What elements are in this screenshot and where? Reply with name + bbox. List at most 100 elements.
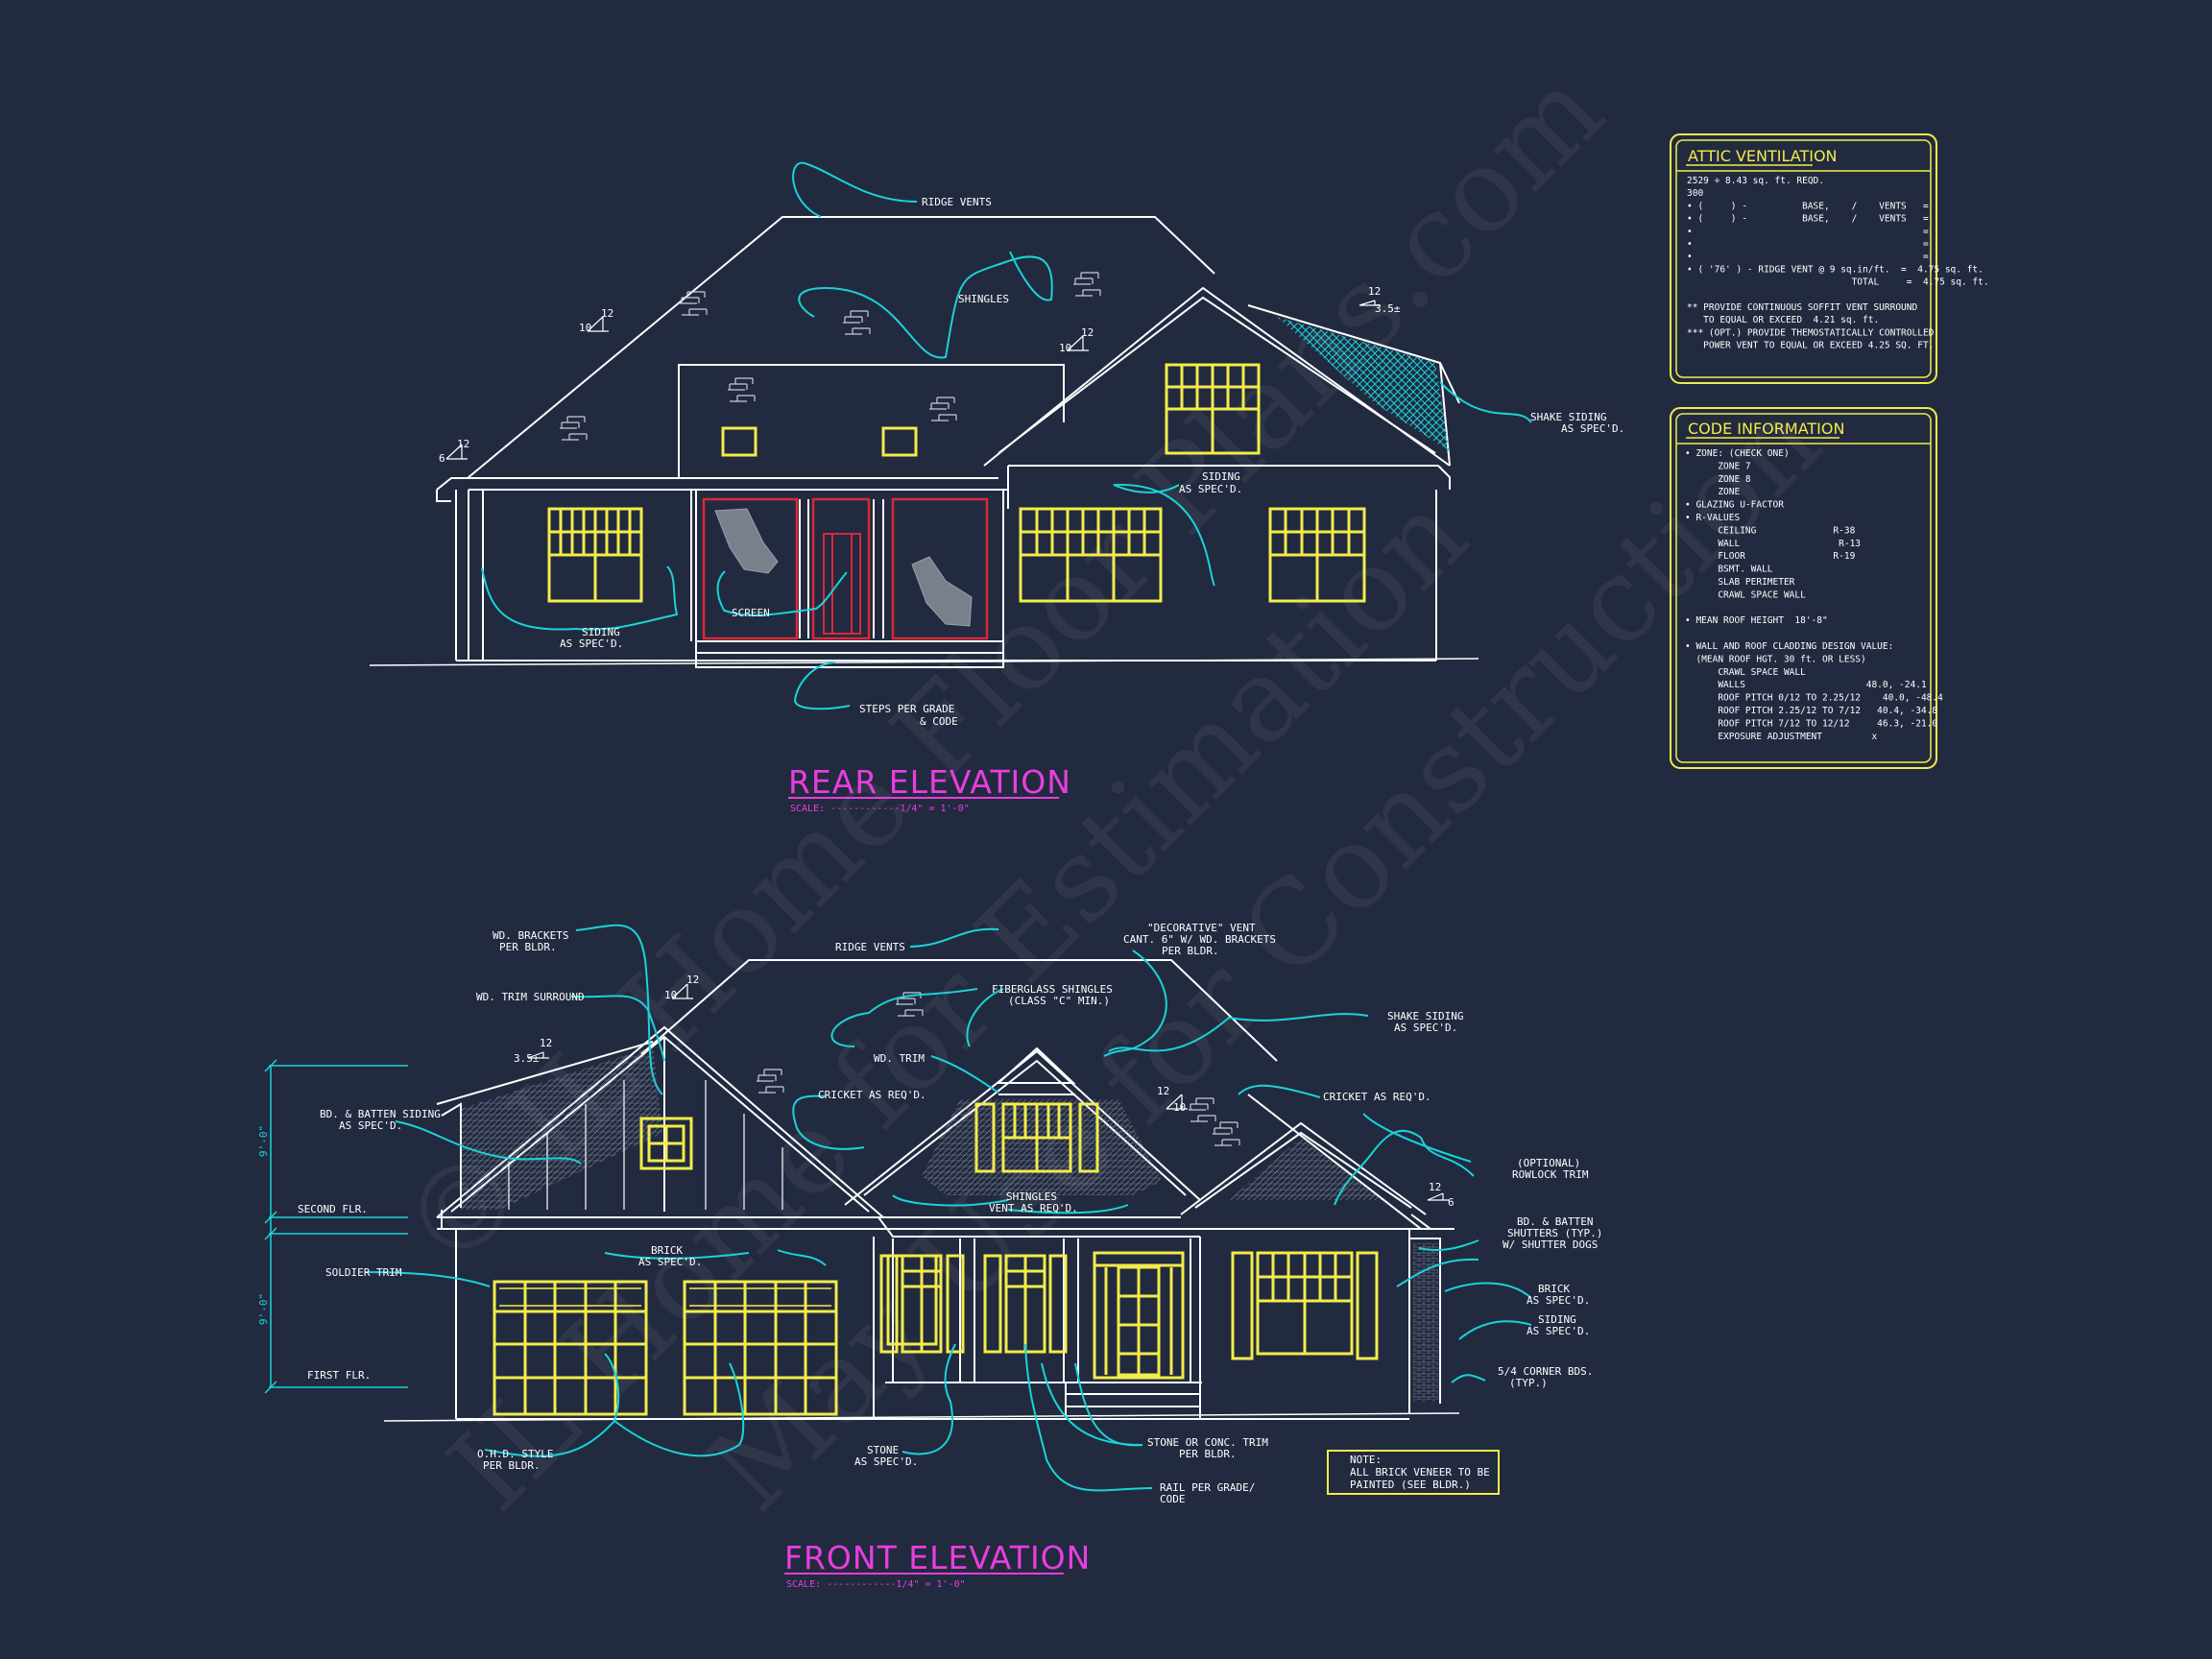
- rear-label-steps-1: STEPS PER GRADE: [859, 703, 954, 715]
- front-title-block: FRONT ELEVATION SCALE: ------------1/4" …: [784, 1539, 1090, 1590]
- front-elevation-scale: SCALE: ------------1/4" = 1'-0": [786, 1579, 966, 1590]
- code-information-line: WALLS 48.0, -24.1: [1685, 680, 1927, 690]
- rear-pitch-2-rise: 6: [439, 452, 445, 465]
- front-labels: WD. BRACKETS PER BLDR. WD. TRIM SURROUND…: [298, 922, 1602, 1505]
- attic-ventilation-line: *** (OPT.) PROVIDE THEMOSTATICALLY CONTR…: [1687, 327, 1935, 338]
- front-label-decorative-2: CANT. 6" W/ WD. BRACKETS: [1123, 933, 1276, 946]
- rear-label-siding-right-1: SIDING: [1202, 470, 1240, 483]
- front-note-box: NOTE: ALL BRICK VENEER TO BE PAINTED (SE…: [1327, 1450, 1500, 1495]
- front-shake-siding-right: [1229, 1138, 1382, 1200]
- front-label-wd-trim: WD. TRIM: [874, 1052, 925, 1065]
- rear-shake-siding-hatch: [1277, 317, 1450, 451]
- front-label-stone-trim-1: STONE OR CONC. TRIM: [1147, 1436, 1268, 1449]
- front-label-bd-batten-1: BD. & BATTEN SIDING: [320, 1108, 441, 1120]
- note-line-1: NOTE:: [1350, 1454, 1382, 1466]
- front-pitch-3-run: 12: [1157, 1085, 1169, 1097]
- code-information-line: CEILING R-38: [1685, 525, 1856, 536]
- code-information-line: • R-VALUES: [1685, 513, 1740, 523]
- front-label-siding-right-1: SIDING: [1538, 1313, 1576, 1326]
- rear-pitch-3-run: 12: [1081, 326, 1094, 339]
- front-label-first-flr: FIRST FLR.: [307, 1369, 371, 1382]
- rear-pitch-4-rise: 3.5±: [1375, 302, 1401, 315]
- attic-ventilation-line: POWER VENT TO EQUAL OR EXCEED 4.25 SQ. F…: [1687, 341, 1934, 351]
- attic-ventilation-line: TOTAL = 4.75 sq. ft.: [1687, 277, 1989, 288]
- front-pitch-1-run: 12: [686, 974, 699, 986]
- attic-ventilation-line: • =: [1687, 252, 1929, 262]
- rear-attic-vent-right: [881, 426, 918, 457]
- front-entry-door: [1093, 1251, 1185, 1380]
- front-label-shutters-3: W/ SHUTTER DOGS: [1503, 1238, 1598, 1251]
- front-label-siding-right-2: AS SPEC'D.: [1527, 1325, 1590, 1337]
- code-information-line: SLAB PERIMETER: [1685, 577, 1795, 588]
- rear-pitch-2-run: 12: [457, 438, 469, 450]
- code-information-line: CRAWL SPACE WALL: [1685, 667, 1806, 678]
- front-label-decorative-1: "DECORATIVE" VENT: [1147, 922, 1256, 934]
- front-board-batten: [508, 1080, 783, 1210]
- rear-labels: RIDGE VENTS SHINGLES SHAKE SIDING AS SPE…: [560, 196, 1624, 728]
- code-information-line: • WALL AND ROOF CLADDING DESIGN VALUE:: [1685, 641, 1893, 652]
- code-information-line: • ZONE: (CHECK ONE): [1685, 448, 1790, 459]
- attic-ventilation-line: • =: [1687, 227, 1929, 237]
- attic-ventilation-line: ** PROVIDE CONTINUOUS SOFFIT VENT SURROU…: [1687, 302, 1917, 313]
- front-windows: [493, 1102, 1379, 1416]
- front-leader-lines: [364, 924, 1532, 1492]
- front-label-shake-1: SHAKE SIDING: [1387, 1010, 1463, 1022]
- rear-label-screen: SCREEN: [732, 607, 770, 619]
- attic-ventilation-line: TO EQUAL OR EXCEED 4.21 sq. ft.: [1687, 315, 1879, 325]
- rear-label-shake-2: AS SPEC'D.: [1561, 422, 1624, 435]
- rear-elevation-drawing: [369, 216, 1479, 668]
- attic-ventilation-lines: 2529 ÷ 8.43 sq. ft. REQD.300• ( ) - BASE…: [1687, 176, 1989, 351]
- code-information-line: ZONE 8: [1685, 474, 1751, 485]
- dimension-upper: 9'-0": [257, 1125, 270, 1157]
- front-label-shingles-1: SHINGLES: [1006, 1190, 1057, 1203]
- front-label-decorative-3: PER BLDR.: [1162, 945, 1219, 957]
- code-information-line: ROOF PITCH 0/12 TO 2.25/12 40.0, -48.4: [1685, 693, 1943, 704]
- front-shake-siding-left: [461, 1046, 662, 1210]
- front-label-rail-1: RAIL PER GRADE/: [1160, 1481, 1255, 1494]
- front-gable-window: [639, 1117, 693, 1170]
- front-label-brick-right-2: AS SPEC'D.: [1527, 1294, 1590, 1307]
- front-window-right: [1231, 1251, 1379, 1360]
- front-label-bd-batten-2: AS SPEC'D.: [339, 1119, 402, 1132]
- rear-attic-vent-left: [721, 426, 757, 457]
- garage-door-right: [683, 1280, 838, 1416]
- code-information-line: ZONE 7: [1685, 461, 1751, 471]
- rear-elevation-scale: SCALE: ------------1/4" = 1'-0": [790, 804, 970, 814]
- front-label-optional-2: ROWLOCK TRIM: [1512, 1168, 1589, 1181]
- rear-label-ridge-vents: RIDGE VENTS: [922, 196, 992, 208]
- front-label-brick-top-2: AS SPEC'D.: [638, 1256, 702, 1268]
- garage-door-left: [493, 1280, 648, 1416]
- front-pitch-2-run: 12: [540, 1037, 552, 1049]
- front-label-corner-1: 5/4 CORNER BDS.: [1498, 1365, 1593, 1378]
- rear-title-block: REAR ELEVATION SCALE: ------------1/4" =…: [788, 763, 1071, 814]
- front-label-second-flr: SECOND FLR.: [298, 1203, 368, 1215]
- front-label-soldier-trim: SOLDIER TRIM: [325, 1266, 402, 1279]
- front-shake-siding-center: [922, 1099, 1162, 1195]
- attic-ventilation-line: • ( ) - BASE, / VENTS =: [1687, 214, 1929, 225]
- rear-pitch-1-rise: 10: [579, 322, 591, 334]
- rear-window-right: [1268, 507, 1366, 603]
- code-information-line: ROOF PITCH 2.25/12 TO 7/12 40.4, -34.8: [1685, 706, 1937, 716]
- front-label-shutters-1: BD. & BATTEN: [1517, 1215, 1593, 1228]
- front-brick-right-corner: [1413, 1243, 1438, 1402]
- front-label-cricket-left: CRICKET AS REQ'D.: [818, 1089, 926, 1101]
- front-label-corner-2: (TYP.): [1509, 1377, 1548, 1389]
- code-information-line: EXPOSURE ADJUSTMENT x: [1685, 732, 1877, 742]
- front-label-stone-2: AS SPEC'D.: [854, 1455, 918, 1468]
- rear-screen-porch: [702, 497, 989, 640]
- front-label-fiberglass-1: FIBERGLASS SHINGLES: [992, 983, 1113, 996]
- rear-window-left: [547, 507, 643, 603]
- front-label-brick-top-1: BRICK: [651, 1244, 683, 1257]
- attic-ventilation-line: 300: [1687, 188, 1703, 199]
- front-pitch-2-rise: 3.5±: [514, 1052, 540, 1065]
- front-dormer-window: [974, 1102, 1099, 1173]
- front-pitch-4-run: 12: [1429, 1181, 1441, 1193]
- attic-ventilation-line: • ( '76' ) - RIDGE VENT @ 9 sq.in/ft. = …: [1687, 264, 1984, 275]
- rear-elevation-title: REAR ELEVATION: [788, 763, 1071, 801]
- code-information-lines: • ZONE: (CHECK ONE) ZONE 7 ZONE 8 ZONE• …: [1685, 448, 1943, 742]
- rear-label-shingles: SHINGLES: [958, 293, 1009, 305]
- front-label-cricket-right: CRICKET AS REQ'D.: [1323, 1091, 1431, 1103]
- attic-ventilation-line: • ( ) - BASE, / VENTS =: [1687, 201, 1929, 211]
- front-label-wd-brackets-2: PER BLDR.: [499, 941, 557, 953]
